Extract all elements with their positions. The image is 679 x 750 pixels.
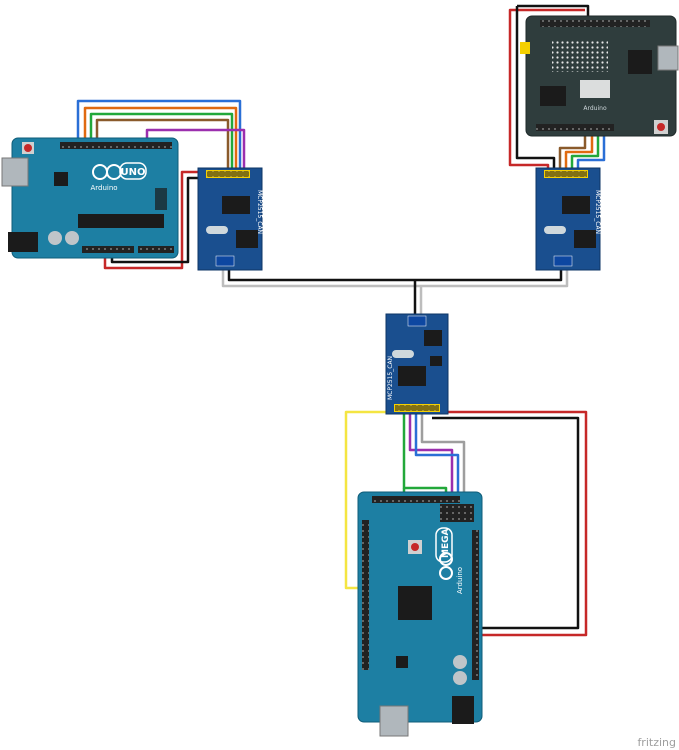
- wire-uno-black: [110, 176, 216, 264]
- can-module-right: MCP2515_CAN: [535, 167, 601, 271]
- wire-r4-orange: [564, 128, 594, 175]
- double-header-mega: [440, 504, 474, 522]
- top-header-mega: [372, 496, 460, 503]
- arduino-mega-board: MEGA Arduino: [357, 491, 483, 737]
- analog-header: [138, 246, 174, 253]
- arduino-logo-icon-mega: [439, 552, 453, 580]
- wire-can-bus-gray: [221, 270, 569, 288]
- can-module-middle: MCP2515_CAN: [385, 313, 449, 415]
- wire-uno-red: [103, 170, 210, 270]
- atmega-chip: [78, 214, 164, 228]
- can-module-left: MCP2515_CAN: [197, 167, 263, 271]
- usb-c-port: [657, 45, 679, 71]
- power-header: [82, 246, 134, 253]
- can-label-left: MCP2515_CAN: [256, 190, 263, 234]
- digital-header: [60, 142, 172, 149]
- arduino-logo-icon: [92, 164, 122, 180]
- bottom-header: [536, 124, 614, 131]
- usb-port: [1, 157, 29, 187]
- wire-mega-black: [432, 416, 580, 630]
- wire-mega-gray: [420, 412, 466, 520]
- atmega2560-chip: [398, 586, 432, 620]
- wire-r4-black: [515, 6, 556, 175]
- power-jack-mega: [452, 696, 474, 724]
- wire-r4-brown: [558, 128, 587, 175]
- mega-model-label: MEGA: [441, 529, 451, 558]
- wires: [76, 4, 606, 637]
- wire-uno-orange: [83, 106, 238, 175]
- wire-can-bus-black: [227, 270, 563, 282]
- wire-mega-red: [438, 410, 588, 637]
- power-jack: [8, 232, 38, 252]
- fritzing-brand: fritzing: [637, 736, 676, 749]
- wire-mega-blue: [414, 412, 460, 520]
- wire-r4-black-top: [517, 4, 590, 18]
- can-label-middle: MCP2515_CAN: [387, 356, 394, 400]
- wire-uno-green: [89, 112, 234, 175]
- arduino-uno-board: UNO Arduino: [1, 137, 179, 259]
- right-header-mega: [472, 530, 479, 680]
- r4-brand-label: Arduino: [583, 105, 607, 112]
- led-matrix: [552, 40, 608, 72]
- mega-brand-label: Arduino: [456, 567, 464, 594]
- usb-port-mega: [379, 705, 409, 737]
- uno-brand-label: Arduino: [90, 184, 117, 192]
- left-header-mega: [362, 520, 369, 670]
- wire-mega-purple: [408, 412, 454, 520]
- wire-mega-yellow: [344, 410, 398, 590]
- uno-model-label: UNO: [121, 167, 146, 178]
- top-header: [540, 20, 650, 27]
- wire-uno-brown: [95, 118, 230, 175]
- arduino-r4-board: Arduino: [520, 15, 679, 137]
- wire-uno-blue: [76, 99, 242, 175]
- can-label-right: MCP2515_CAN: [594, 190, 601, 234]
- wire-r4-green: [570, 128, 600, 175]
